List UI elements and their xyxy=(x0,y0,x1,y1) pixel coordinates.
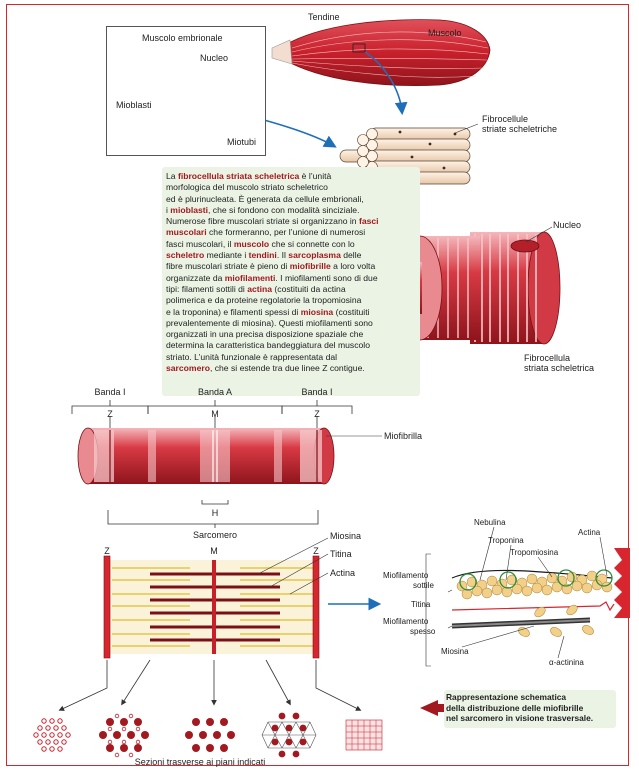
label-nucleo: Nucleo xyxy=(553,220,581,231)
label-muscolo-embrionale: Muscolo embrionale xyxy=(142,33,223,44)
label-mioblasti: Mioblasti xyxy=(116,100,152,111)
label-tropomiosina: Tropomiosina xyxy=(510,548,558,558)
cross-section-4 xyxy=(262,713,316,758)
label-sarcomero: Sarcomero xyxy=(193,530,237,541)
label-tendine: Tendine xyxy=(308,12,340,23)
label-actinina: α-actinina xyxy=(549,658,584,668)
label-titina: Titina xyxy=(330,549,352,560)
cross-section-5 xyxy=(346,720,382,750)
label-miofibrilla: Miofibrilla xyxy=(384,431,422,442)
label-sottile-1: Miofilamento xyxy=(383,571,428,581)
label-nebulina: Nebulina xyxy=(474,518,506,528)
info-text: La fibrocellula striata scheletrica è l’… xyxy=(166,171,416,374)
label-miotubi: Miotubi xyxy=(227,137,256,148)
cross-section-2 xyxy=(99,714,149,757)
label-z-left: Z xyxy=(104,546,110,557)
label-troponina: Troponina xyxy=(488,536,524,546)
label-nucleo-embrionale: Nucleo xyxy=(200,53,228,64)
label-banda-a: Banda A xyxy=(198,387,232,398)
label-muscolo: Muscolo xyxy=(428,28,462,39)
label-banda-i-left: Banda I xyxy=(94,387,125,398)
label-spesso-1: Miofilamento xyxy=(383,617,428,627)
label-z-top-right: Z xyxy=(314,409,320,420)
label-actina: Actina xyxy=(330,568,355,579)
cross-section-3 xyxy=(185,718,235,752)
label-m: M xyxy=(210,546,218,557)
label-actina-detail: Actina xyxy=(578,528,600,538)
label-banda-i-right: Banda I xyxy=(301,387,332,398)
label-spesso-2: spesso xyxy=(410,627,435,637)
label-miosina: Miosina xyxy=(330,531,361,542)
label-z-right: Z xyxy=(313,546,319,557)
sarcomere-filaments xyxy=(104,556,319,658)
legend-text: Rappresentazione schematica della distri… xyxy=(446,692,618,724)
label-fibrocellula-2: striata scheletrica xyxy=(524,363,594,374)
label-fibrocellule-2: striate scheletriche xyxy=(482,124,557,135)
molecular-detail xyxy=(448,548,630,638)
miofibrilla-cylinder xyxy=(78,428,334,484)
label-titina-detail: Titina xyxy=(411,600,430,610)
caption-sezioni: Sezioni trasverse ai piani indicati xyxy=(135,757,266,768)
label-z-top-left: Z xyxy=(107,409,113,420)
label-sottile-2: sottile xyxy=(413,581,434,591)
cross-section-1 xyxy=(34,719,70,751)
label-m-top: M xyxy=(211,409,219,420)
label-h: H xyxy=(212,508,219,519)
label-miosina-detail: Miosina xyxy=(441,647,469,657)
